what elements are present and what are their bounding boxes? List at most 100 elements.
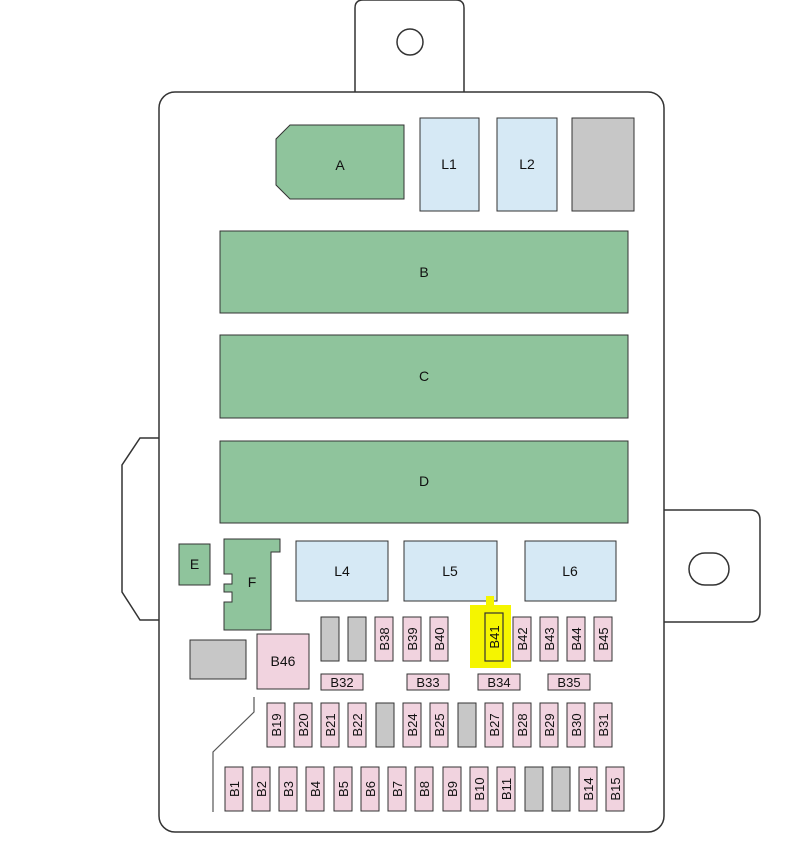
fuse-B19: B19 <box>266 702 286 748</box>
fuse-B7-label: B7 <box>390 781 405 797</box>
relay-D-label: D <box>419 473 429 489</box>
fuse-B35: B35 <box>547 673 591 691</box>
fuse-B29-label: B29 <box>542 713 557 736</box>
fuse-B45: B45 <box>593 616 613 662</box>
fuse-B3: B3 <box>278 766 298 812</box>
fuse-B30-label: B30 <box>569 713 584 736</box>
fuse-B39: B39 <box>402 616 422 662</box>
fuse-B15: B15 <box>605 766 625 812</box>
spare-slot <box>189 639 247 680</box>
spare-slot <box>347 616 367 662</box>
fuse-B8-label: B8 <box>417 781 432 797</box>
fuse-B8: B8 <box>414 766 434 812</box>
fuse-B10-label: B10 <box>472 777 487 800</box>
fuse-B7: B7 <box>387 766 407 812</box>
fuse-B43-label: B43 <box>542 627 557 650</box>
fuse-B43: B43 <box>539 616 559 662</box>
fuse-B11-label: B11 <box>499 778 514 800</box>
fuse-B1: B1 <box>224 766 244 812</box>
fuse-B32: B32 <box>320 673 364 691</box>
fuse-B44-label: B44 <box>569 627 584 650</box>
fuse-B34: B34 <box>477 673 521 691</box>
spare-slot <box>457 702 477 748</box>
fuse-B39-label: B39 <box>405 627 420 650</box>
relay-B-label: B <box>419 264 428 280</box>
fuse-B27-label: B27 <box>487 713 502 736</box>
relay-E-label: E <box>190 556 199 572</box>
fuse-B30: B30 <box>566 702 586 748</box>
fuse-B35-label: B35 <box>557 675 580 690</box>
fuse-B1-label: B1 <box>227 781 242 797</box>
relay-L5-label: L5 <box>442 563 458 579</box>
fuse-B2-label: B2 <box>254 781 269 797</box>
relay-L6-label: L6 <box>562 563 578 579</box>
relay-L2-label: L2 <box>519 156 535 172</box>
spare-slot <box>320 616 340 662</box>
fuse-B38-label: B38 <box>377 627 392 650</box>
relay-L6: L6 <box>524 540 617 602</box>
fuse-B22: B22 <box>347 702 367 748</box>
middle-relays: E F L4 L5 L6 <box>178 538 617 631</box>
relay-L1-label: L1 <box>441 156 457 172</box>
fuse-B25: B25 <box>429 702 449 748</box>
bottom-fuse-row: B1 B2 B3 B4 B5 B6 B7 B8 <box>224 766 625 812</box>
fuse-B28: B28 <box>512 702 532 748</box>
spare-slot <box>551 766 571 812</box>
fuse-B29: B29 <box>539 702 559 748</box>
fuse-B4-label: B4 <box>308 781 323 797</box>
relay-L4: L4 <box>295 540 389 602</box>
relay-L1: L1 <box>419 117 480 212</box>
relay-C-label: C <box>419 368 429 384</box>
fuse-B2: B2 <box>251 766 271 812</box>
relay-L2: L2 <box>496 117 558 212</box>
fuse-B25-label: B25 <box>432 713 447 736</box>
spare-slot <box>524 766 544 812</box>
fuse-B46-label: B46 <box>271 653 296 669</box>
fuse-B42-label: B42 <box>515 627 530 650</box>
relay-A: A <box>275 124 405 200</box>
fuse-B41-label: B41 <box>487 625 502 648</box>
fuse-B32-label: B32 <box>330 675 353 690</box>
fuse-B21: B21 <box>320 702 340 748</box>
relay-D: D <box>219 440 629 524</box>
fuse-B28-label: B28 <box>515 713 530 736</box>
relay-F-label: F <box>248 574 257 590</box>
fuse-B27: B27 <box>484 702 504 748</box>
fuse-B40: B40 <box>429 616 449 662</box>
fuse-B24: B24 <box>402 702 422 748</box>
fuse-B22-label: B22 <box>350 713 365 736</box>
fuse-B31: B31 <box>593 702 613 748</box>
fuse-B33-label: B33 <box>416 675 439 690</box>
fuse-B3-label: B3 <box>281 781 296 797</box>
fuse-B33: B33 <box>406 673 450 691</box>
highlight-dot <box>486 596 494 605</box>
fuse-B46: B46 <box>256 633 310 690</box>
left-side-bracket <box>121 437 159 621</box>
fuse-B45-label: B45 <box>596 627 611 650</box>
fuse-B41-highlighted: B41 <box>470 596 511 668</box>
fuse-B44: B44 <box>566 616 586 662</box>
relay-B: B <box>219 230 629 314</box>
fuse-B42: B42 <box>512 616 532 662</box>
relay-C: C <box>219 334 629 419</box>
fuse-B14: B14 <box>578 766 598 812</box>
relay-F: F <box>223 538 281 631</box>
fuse-B6: B6 <box>360 766 380 812</box>
fuse-B9-label: B9 <box>445 781 460 797</box>
spare-slot-top-right <box>571 117 635 212</box>
fuse-B10: B10 <box>469 766 489 812</box>
fuse-B38: B38 <box>374 616 394 662</box>
right-mounting-hole <box>688 552 730 586</box>
fuse-B6-label: B6 <box>363 781 378 797</box>
relay-L5: L5 <box>403 540 498 602</box>
middle-fuse-row: B19 B20 B21 B22 B24 B25 B27 B <box>266 702 613 748</box>
fuse-B20-label: B20 <box>296 713 311 736</box>
fuse-B4: B4 <box>305 766 325 812</box>
fuse-B14-label: B14 <box>581 777 596 800</box>
fuse-B34-label: B34 <box>487 675 510 690</box>
fuse-B5-label: B5 <box>336 781 351 797</box>
top-mounting-hole <box>396 28 424 56</box>
fuse-B5: B5 <box>333 766 353 812</box>
fuse-B20: B20 <box>293 702 313 748</box>
